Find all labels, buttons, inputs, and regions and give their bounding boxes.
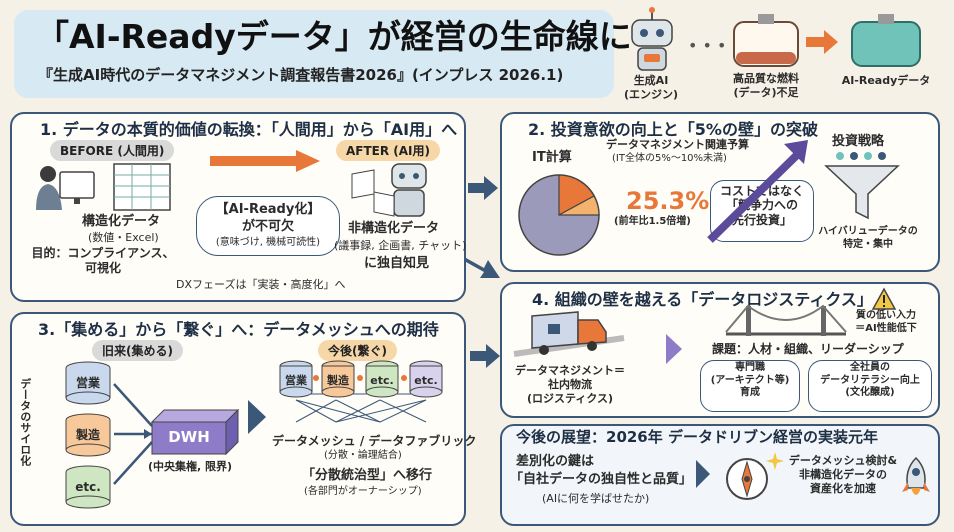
funnel-icon	[824, 152, 900, 220]
compass-icon	[726, 458, 768, 500]
percent-value: 25.3%	[626, 187, 710, 215]
arrow-icon	[806, 30, 838, 54]
engine-label: 生成AI (エンジン)	[623, 74, 679, 101]
new-db-manufacturing: 製造	[327, 374, 349, 387]
empty-fuel-tank-icon	[733, 14, 799, 67]
old-db-cylinders	[65, 361, 111, 509]
mesh-sub: (分散・論理結合)	[324, 450, 402, 461]
growth-label: (前年比1.5倍増)	[614, 216, 691, 227]
mesh-title: データメッシュ / データファブリック	[272, 434, 477, 448]
unstructured-sub: (議事録, 企画書, チャット)	[334, 239, 467, 252]
dots: • • •	[688, 36, 727, 55]
new-db-etc-1: etc.	[370, 374, 394, 387]
structured-title: 構造化データ	[82, 214, 161, 229]
high-value-label: ハイバリューデータの 特定・集中	[818, 226, 918, 250]
dwh-box	[150, 408, 240, 456]
shift-title: 「分散統治型」へ移行	[302, 468, 433, 483]
warning-icon	[871, 287, 897, 310]
old-db-manufacturing: 製造	[75, 428, 100, 442]
before-badge: BEFORE (人間用)	[50, 140, 175, 161]
sparkle-icon	[766, 452, 784, 470]
fuel-label: 高品質な燃料 (データ)不足	[733, 72, 799, 99]
dm-range-label: (IT全体の5%〜10%未満)	[612, 153, 727, 164]
it-budget-label: IT計算	[532, 150, 572, 165]
dm-budget-label: データマネジメント関連予算	[606, 138, 749, 151]
unstructured-title: 非構造化データ	[348, 221, 440, 236]
full-fuel-tank-icon	[851, 14, 921, 67]
expert-label: 専門職 (アーキテクト等) 育成	[710, 362, 790, 398]
outlook-key-line2: 「自社データの独自性と品質」	[510, 472, 693, 487]
ready-label: AI-Readyデータ	[841, 74, 931, 87]
page-subtitle: 『生成AI時代のデータマネジメント調査報告書2026』(インプレス 2026.1…	[38, 66, 564, 84]
section1-title: 1. データの本質的価値の転換：「人間用」から「AI用」へ	[40, 120, 458, 139]
silo-label: データのサイロ化	[18, 378, 32, 466]
bridge-icon	[725, 304, 847, 336]
pie-chart-icon	[518, 174, 600, 256]
issues-label: 課題：人材・組織、リーダーシップ	[712, 342, 904, 356]
section4-chevron-icon	[666, 334, 682, 364]
unstructured-note: に独自知見	[364, 256, 430, 271]
center-sub: (意味づけ, 機械可読性)	[215, 237, 321, 248]
outlook-key-line3: (AIに何を学ばせたか)	[542, 492, 650, 505]
flow-arrow-down-icon	[466, 258, 500, 278]
outlook-chevron-icon	[696, 460, 710, 488]
old-db-etc: etc.	[75, 480, 101, 494]
ai-ready-callout	[196, 196, 340, 256]
new-badge: 今後(繋ぐ)	[318, 340, 397, 361]
truck-icon	[513, 311, 625, 357]
shift-sub: (各部門がオーナーシップ)	[304, 486, 422, 497]
new-db-sales: 営業	[285, 374, 307, 387]
person-at-computer-icon	[36, 163, 171, 211]
growth-arrow-icon	[707, 140, 808, 243]
flow-arrow-icon	[468, 176, 498, 200]
dwh-sub: (中央集権, 限界)	[148, 460, 233, 473]
section3-to-4-arrow-icon	[470, 344, 500, 368]
dwh-arrows-icon	[113, 383, 153, 485]
structured-purpose: 目的：コンプライアンス、 可視化	[31, 246, 175, 275]
dwh-label: DWH	[168, 428, 210, 446]
outlook-title: 今後の展望：2026年 データドリブン経営の実装元年	[516, 428, 878, 446]
warning-label: 質の低い入力 ＝AI性能低下	[855, 310, 917, 334]
title-banner	[14, 10, 614, 98]
rocket-icon	[902, 456, 930, 495]
center-line: が不可欠	[241, 219, 294, 234]
outlook-panel	[500, 424, 940, 526]
phase-note: DXフェーズは「実装・高度化」へ	[176, 278, 346, 291]
page-title: 「AI-Readyデータ」が経営の生命線に	[36, 17, 632, 56]
section2-title: 2. 投資意欲の向上と「5%の壁」の突破	[528, 120, 818, 139]
after-badge: AFTER (AI用)	[336, 140, 441, 161]
center-title: 【AI-Ready化】	[215, 202, 321, 217]
section3-chevron-icon	[248, 400, 266, 434]
mesh-network	[279, 360, 443, 423]
structured-sub: (数値・Excel)	[88, 231, 159, 244]
expert-callout	[700, 360, 800, 412]
section3-title: 3.「集める」から「繋ぐ」へ：データメッシュへの期待	[38, 320, 439, 339]
section4-title: 4. 組織の壁を越える「データロジスティクス」	[532, 290, 873, 309]
strategy-label: 投資戦略	[832, 134, 885, 149]
old-badge: 旧来(集める)	[92, 340, 183, 361]
old-db-sales: 営業	[75, 376, 100, 390]
robot-reading-icon	[351, 163, 427, 217]
before-after-arrow-icon	[210, 150, 320, 172]
investment-callout	[710, 180, 814, 242]
new-db-etc-2: etc.	[414, 374, 438, 387]
logistics-label: データマネジメント＝ 社内物流 (ロジスティクス)	[515, 364, 625, 405]
literacy-label: 全社員の データリテラシー向上 (文化醸成)	[820, 362, 920, 398]
outlook-action: データメッシュ検討& 非構造化データの 資産化を加速	[788, 454, 898, 495]
outlook-key-line1: 差別化の鍵は	[516, 454, 595, 469]
robot-icon	[631, 7, 673, 71]
literacy-callout	[808, 360, 932, 412]
